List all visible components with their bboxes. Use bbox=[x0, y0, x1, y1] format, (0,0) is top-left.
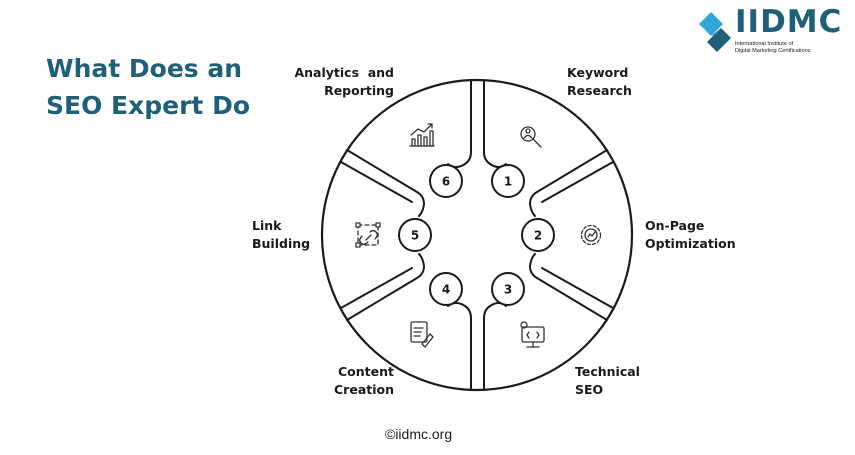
gear-icon bbox=[580, 224, 602, 246]
badge-4-number: 4 bbox=[442, 283, 450, 297]
label-keyword-research: Keyword Research bbox=[567, 65, 632, 98]
footer-url: ©iidmc.org bbox=[385, 426, 453, 442]
label-analytics-reporting: Analytics and Reporting bbox=[294, 65, 394, 98]
badge-1: 1 bbox=[491, 164, 525, 198]
diamond-logo-icon bbox=[699, 12, 731, 52]
page-title: What Does an SEO Expert Do bbox=[46, 50, 250, 124]
document-pen-icon bbox=[410, 321, 434, 348]
badge-3-number: 3 bbox=[504, 283, 512, 297]
badge-4: 4 bbox=[429, 272, 463, 306]
label-on-page-optimization: On-Page Optimization bbox=[645, 218, 736, 251]
bar-chart-icon bbox=[409, 123, 435, 147]
badge-6: 6 bbox=[429, 164, 463, 198]
logo-sub-line-2: Digital Marketing Certifications bbox=[735, 48, 811, 54]
title-line-2: SEO Expert Do bbox=[46, 91, 251, 120]
badge-5-number: 5 bbox=[411, 229, 419, 243]
spokes bbox=[340, 80, 614, 390]
outer-ring bbox=[320, 78, 634, 392]
badge-6-number: 6 bbox=[442, 175, 450, 189]
link-frame-icon bbox=[355, 222, 381, 248]
magnify-person-icon bbox=[520, 126, 542, 148]
badge-2-number: 2 bbox=[534, 229, 542, 243]
logo-name: IIDMC bbox=[735, 4, 843, 40]
label-content-creation: Content Creation bbox=[334, 364, 394, 397]
title-line-1: What Does an bbox=[46, 54, 243, 83]
label-technical-seo: Technical SEO bbox=[575, 364, 640, 397]
code-monitor-icon bbox=[520, 321, 545, 348]
badge-5: 5 bbox=[398, 218, 432, 252]
badge-3: 3 bbox=[491, 272, 525, 306]
badge-1-number: 1 bbox=[504, 175, 512, 189]
logo: IIDMC International Institute of Digital… bbox=[697, 4, 847, 60]
logo-subtitle: International Institute of Digital Marke… bbox=[735, 41, 811, 55]
label-link-building: Link Building bbox=[252, 218, 311, 251]
badge-2: 2 bbox=[521, 218, 555, 252]
logo-sub-line-1: International Institute of bbox=[735, 41, 794, 47]
